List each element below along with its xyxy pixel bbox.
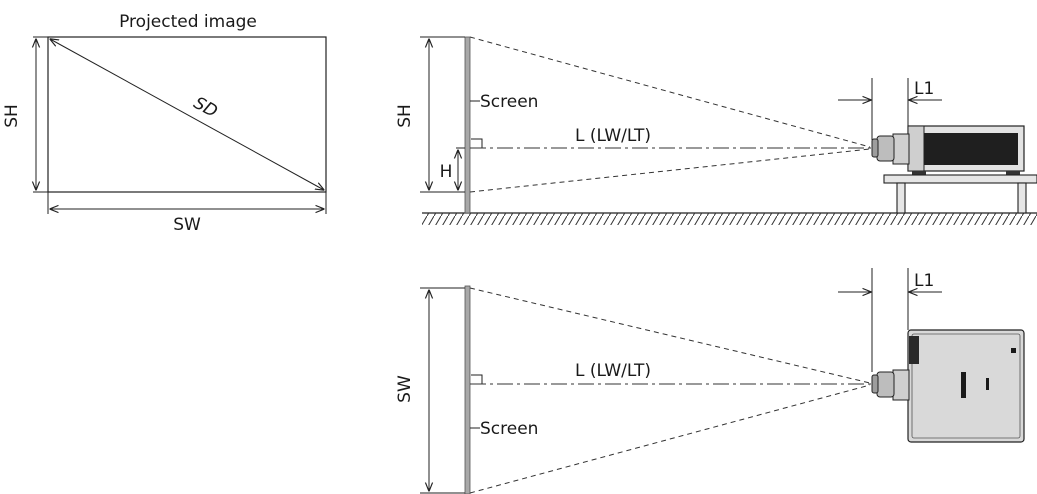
top-view-panel: SW Screen L (LW/LT) L1 <box>395 268 1025 494</box>
side-right-angle-mark <box>471 138 483 148</box>
projected-image-frame <box>47 36 327 193</box>
screen-top <box>464 285 471 494</box>
projector-top <box>871 329 1025 443</box>
side-screen-label: Screen <box>480 92 538 112</box>
side-lens-offset-label: L1 <box>914 79 934 99</box>
width-label: SW <box>173 215 201 235</box>
side-throw-label: L (LW/LT) <box>575 126 651 146</box>
top-screen-width-label: SW <box>395 375 415 403</box>
diagonal-dimension-line <box>50 39 324 190</box>
floor-hatching <box>422 213 1037 225</box>
projected-image-title: Projected image <box>119 12 257 32</box>
height-label: SH <box>2 104 22 128</box>
diagonal-label: SD <box>190 93 221 122</box>
side-view-panel: SH Screen H L (LW/LT) L1 <box>395 36 1037 225</box>
side-screen-height-label: SH <box>395 104 415 128</box>
top-right-angle-mark <box>471 374 483 384</box>
top-throw-label: L (LW/LT) <box>575 361 651 381</box>
height-offset-label: H <box>440 162 453 182</box>
projected-image-panel: Projected image SD SH SW <box>2 12 327 235</box>
projector-table <box>883 174 1037 214</box>
projector-side <box>871 125 1025 175</box>
screen-side <box>464 36 471 214</box>
side-cone-bottom <box>469 148 871 193</box>
top-lens-offset-label: L1 <box>914 271 934 291</box>
top-cone-bottom <box>469 384 871 494</box>
top-screen-label: Screen <box>480 419 538 439</box>
top-cone-top <box>469 287 871 384</box>
side-cone-top <box>469 36 871 148</box>
